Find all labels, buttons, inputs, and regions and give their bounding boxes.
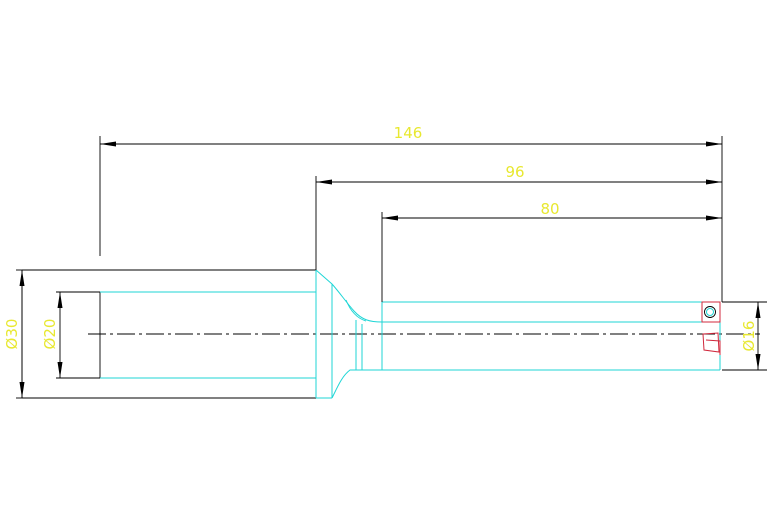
dimension-overall-length: 146 [99,124,723,302]
dimension-text-80: 80 [540,200,559,218]
dimension-text-d20: Ø20 [41,319,59,350]
cutting-insert-top [701,301,721,323]
dimension-shank-diameter: Ø30 [3,269,25,399]
dimension-text-146: 146 [394,124,423,142]
tool-body-outline [100,269,721,399]
dimension-text-d16: Ø16 [740,321,758,352]
dimension-flute-length: 80 [381,200,722,302]
dimension-bore-diameter: Ø20 [41,291,100,379]
dimension-body-length: 96 [315,163,722,270]
dimension-text-d30: Ø30 [3,319,21,350]
dimension-text-96: 96 [505,163,524,181]
cutting-insert-bottom [702,332,721,355]
dimension-cutting-diameter: Ø16 [722,301,767,371]
